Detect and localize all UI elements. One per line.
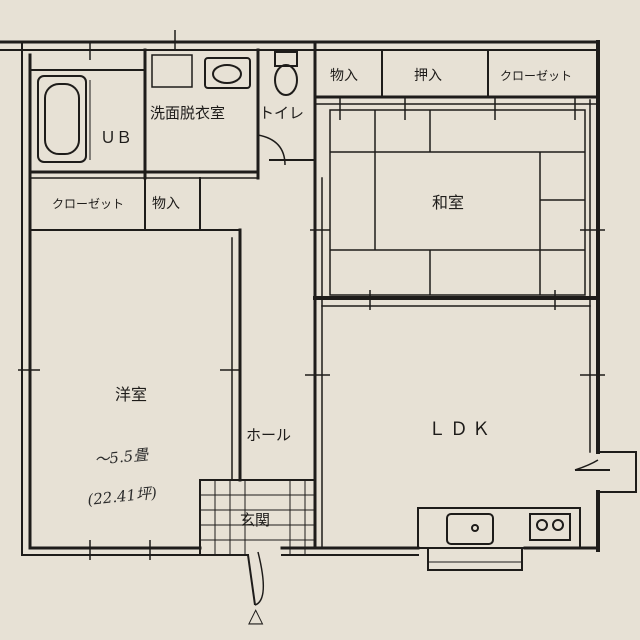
bathtub: [37, 75, 91, 163]
room-label-closet-left: クローゼット: [52, 197, 124, 211]
room-label-youshitsu: 洋室: [115, 385, 147, 404]
washing-machine-pan: [151, 54, 193, 88]
doors: [247, 134, 610, 606]
window-marks: [18, 30, 605, 560]
room-label-ldk: ＬＤＫ: [428, 419, 494, 440]
handwritten-note-line2: (22.41坪): [87, 484, 158, 509]
toilet-fixture: [274, 51, 298, 96]
room-label-closet-top: クローゼット: [500, 69, 572, 83]
walls: [0, 40, 637, 571]
handwritten-note-line1: 〜5.5畳: [94, 445, 150, 469]
entrance-triangle-icon: △: [248, 603, 264, 627]
room-label-washroom: 洗面脱衣室: [150, 104, 225, 122]
room-label-unit-bath: ＵＢ: [100, 128, 132, 147]
room-label-genkan: 玄関: [240, 511, 270, 529]
tatami-mats: [329, 109, 586, 296]
room-label-washitsu: 和室: [432, 193, 464, 212]
room-label-storage-left: 物入: [152, 196, 180, 212]
genkan-tiles: [200, 480, 315, 555]
room-label-oshiire: 押入: [414, 68, 442, 84]
room-label-hall: ホール: [246, 426, 291, 444]
room-label-toilet: トイレ: [259, 104, 304, 122]
stove: [529, 513, 571, 541]
room-label-storage-top: 物入: [330, 68, 358, 84]
wash-basin: [204, 57, 251, 89]
kitchen-sink: [446, 513, 494, 545]
